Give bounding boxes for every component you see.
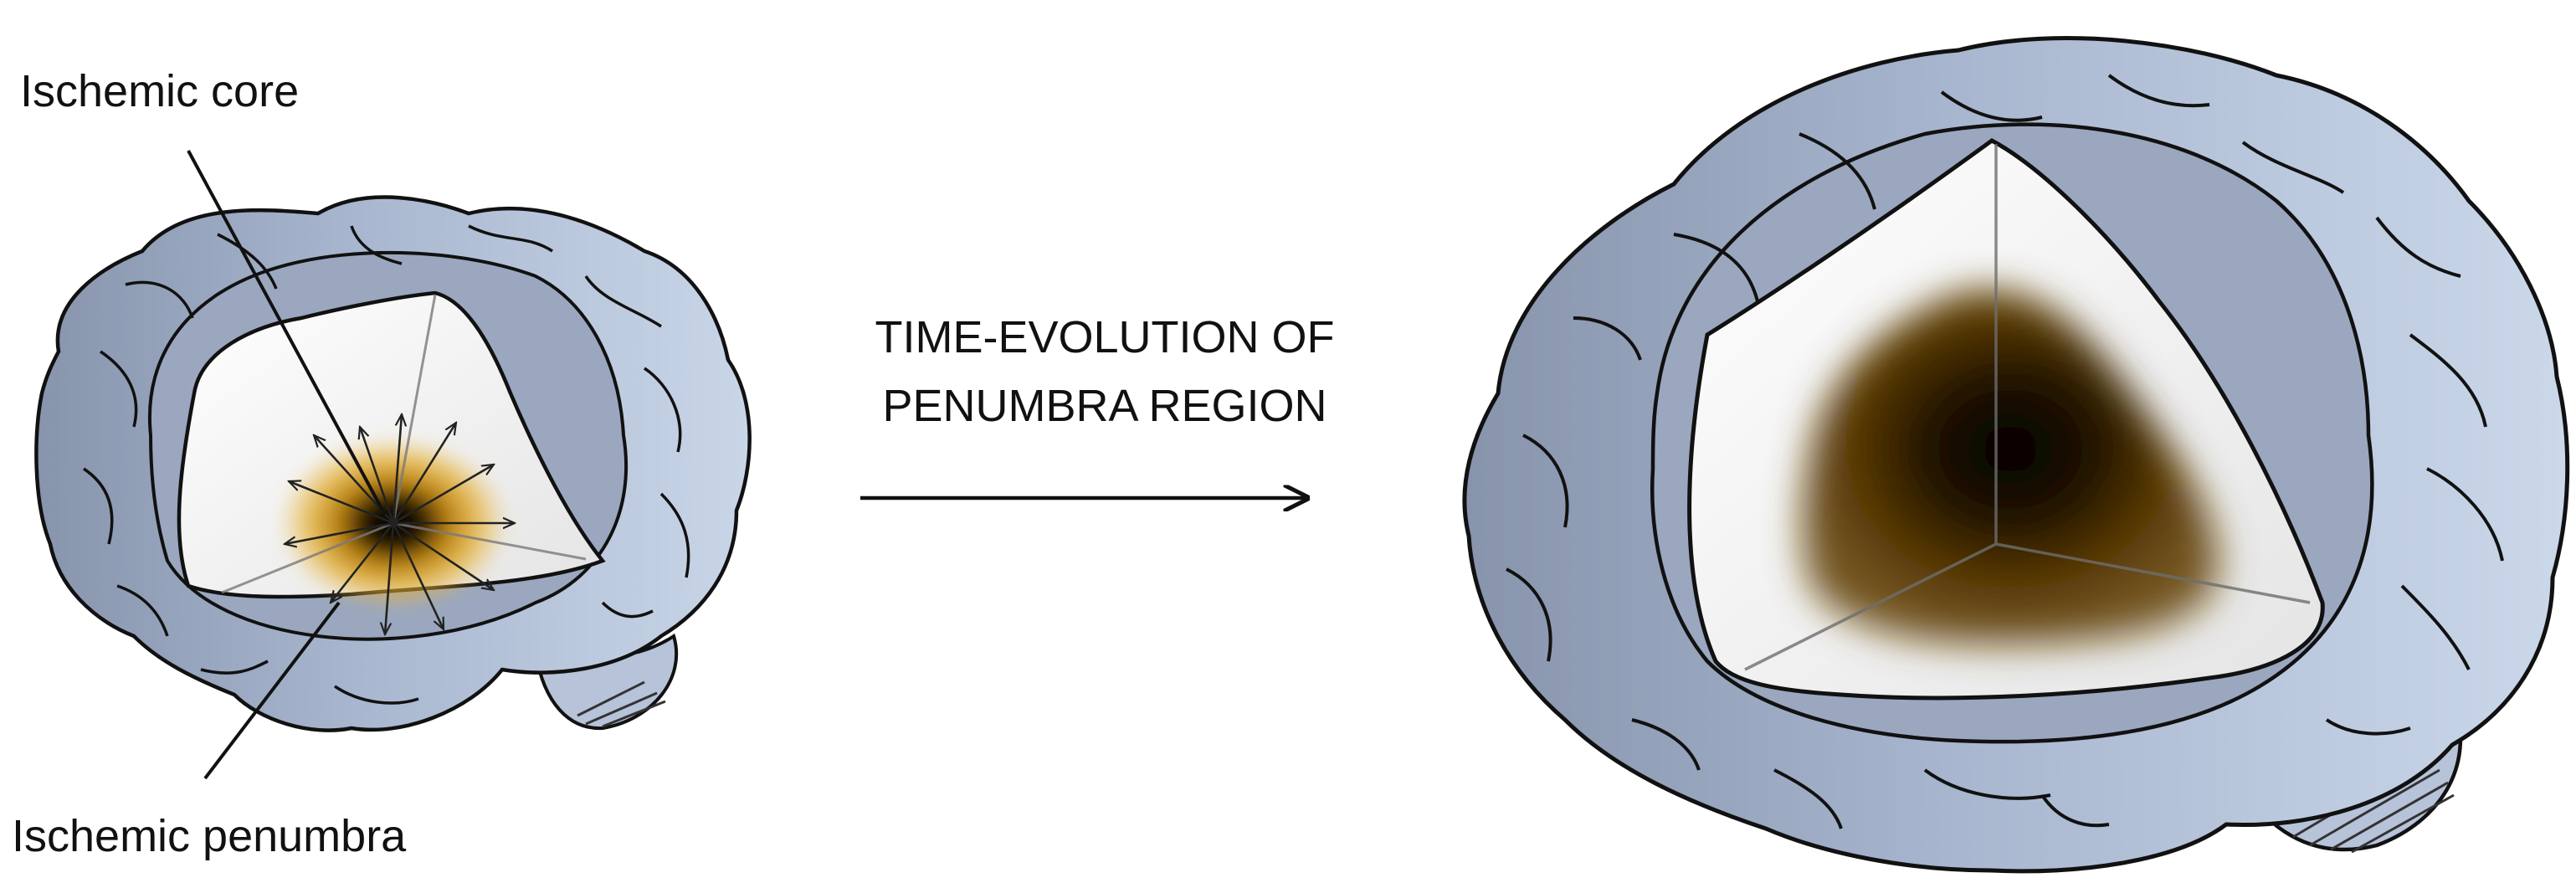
expansion-arrow-icon <box>393 465 494 525</box>
expansion-arrow-icon <box>393 521 494 590</box>
large-brain-illustration <box>1462 36 2570 874</box>
core-pointer-line <box>187 150 387 516</box>
expansion-arrow-icon <box>392 423 456 524</box>
expansion-arrow-icon <box>285 521 394 544</box>
caption-line-1: TIME-EVOLUTION OF <box>875 312 1335 362</box>
penumbra-pointer-line <box>203 601 341 780</box>
time-evolution-caption: TIME-EVOLUTION OF PENUMBRA REGION <box>803 303 1406 440</box>
expansion-arrow-icon <box>392 414 402 524</box>
label-ischemic-core: Ischemic core <box>20 66 300 116</box>
expansion-arrow-icon <box>289 481 394 525</box>
expansion-arrow-icon <box>360 427 395 524</box>
expansion-arrow-icon <box>392 522 445 629</box>
caption-line-2: PENUMBRA REGION <box>882 381 1327 431</box>
large-lesion <box>1802 289 2219 644</box>
large-sulci <box>1506 74 2504 829</box>
small-sulci <box>83 224 690 705</box>
small-brain-illustration <box>34 195 752 732</box>
label-ischemic-penumbra: Ischemic penumbra <box>12 811 407 861</box>
expansion-arrow-icon <box>385 522 395 634</box>
expansion-arrow-icon <box>331 522 395 603</box>
